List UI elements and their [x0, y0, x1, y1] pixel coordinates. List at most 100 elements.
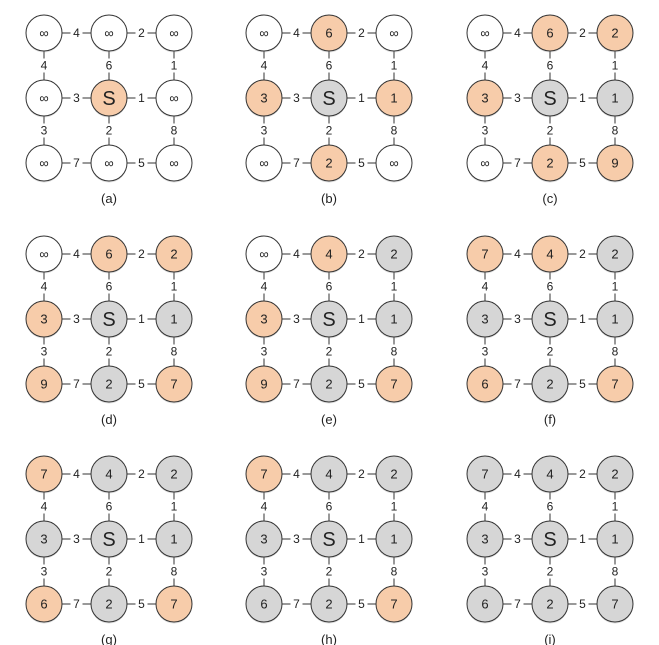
- edge-label-bg: [70, 312, 83, 326]
- edge-weight-label: 3: [73, 532, 80, 546]
- graph-node: [596, 520, 634, 558]
- node-label: 9: [40, 377, 47, 392]
- node-label: 1: [170, 532, 177, 547]
- graph-node: [155, 455, 193, 493]
- node-label: 7: [390, 597, 397, 612]
- edge-weight-label: 8: [171, 565, 178, 579]
- node-label: 6: [546, 26, 553, 41]
- edge-weight-label: 5: [358, 377, 365, 391]
- graph-node: [25, 235, 63, 273]
- graph-node: [466, 585, 504, 623]
- edge-weight-label: 2: [547, 345, 554, 359]
- graph-node: [466, 300, 504, 338]
- edge-weight-label: 8: [612, 345, 619, 359]
- edge-weight-label: 8: [391, 345, 398, 359]
- edge-weight-label: 6: [106, 500, 113, 514]
- edge-label-bg: [479, 123, 491, 138]
- edge-label-bg: [258, 564, 270, 579]
- node-label: ∞: [39, 156, 48, 171]
- edge-label-bg: [576, 312, 589, 326]
- edge-label-bg: [168, 123, 180, 138]
- node-label: 3: [481, 91, 488, 106]
- graph-node: [25, 520, 63, 558]
- edge-weight-label: 2: [547, 565, 554, 579]
- node-label: 4: [546, 247, 553, 262]
- edge-weight-label: 3: [514, 312, 521, 326]
- edge-label-bg: [135, 532, 148, 546]
- node-label: 2: [325, 377, 332, 392]
- node-label: S: [102, 88, 115, 110]
- graph-node: [25, 144, 63, 182]
- edge-weight-label: 5: [358, 597, 365, 611]
- edge-label-bg: [609, 279, 621, 294]
- node-label: S: [543, 529, 556, 551]
- edge-label-bg: [103, 123, 115, 138]
- node-label: 6: [325, 26, 332, 41]
- graph-node: [155, 79, 193, 117]
- node-label: 7: [611, 377, 618, 392]
- edge-label-bg: [355, 91, 368, 105]
- edge-label-bg: [135, 467, 148, 481]
- edge-weight-label: 2: [138, 247, 145, 261]
- edge-weight-label: 5: [579, 597, 586, 611]
- graph-node: [375, 235, 413, 273]
- edge-label-bg: [544, 58, 556, 73]
- edge-weight-label: 4: [482, 280, 489, 294]
- edge-weight-label: 7: [514, 156, 521, 170]
- node-label: 4: [325, 247, 332, 262]
- panel-caption: (f): [544, 412, 556, 427]
- edge-label-bg: [70, 247, 83, 261]
- graph-node: [155, 300, 193, 338]
- edge-weight-label: 4: [514, 247, 521, 261]
- edge-label-bg: [290, 91, 303, 105]
- edge-label-bg: [290, 467, 303, 481]
- edge-weight-label: 5: [579, 156, 586, 170]
- edge-weight-label: 4: [293, 26, 300, 40]
- edge-weight-label: 2: [579, 247, 586, 261]
- edge-label-bg: [258, 344, 270, 359]
- graph-node: [531, 365, 569, 403]
- edge-weight-label: 7: [293, 597, 300, 611]
- edge-label-bg: [544, 564, 556, 579]
- edge-label-bg: [388, 58, 400, 73]
- node-label: 1: [611, 91, 618, 106]
- edge-label-bg: [355, 26, 368, 40]
- node-label: 2: [170, 247, 177, 262]
- graph-node: [245, 455, 283, 493]
- node-label: 2: [325, 156, 332, 171]
- node-label: 7: [481, 247, 488, 262]
- edge-label-bg: [544, 499, 556, 514]
- edge-label-bg: [38, 58, 50, 73]
- edge-weight-label: 7: [514, 377, 521, 391]
- graph-node: [310, 79, 348, 117]
- node-label: 2: [611, 26, 618, 41]
- edge-label-bg: [290, 156, 303, 170]
- edge-label-bg: [355, 532, 368, 546]
- graph-node: [531, 14, 569, 52]
- edge-label-bg: [511, 26, 524, 40]
- graph-node: [310, 585, 348, 623]
- edge-label-bg: [70, 91, 83, 105]
- edge-weight-label: 3: [261, 565, 268, 579]
- edge-weight-label: 1: [612, 280, 619, 294]
- edge-weight-label: 2: [138, 26, 145, 40]
- edge-weight-label: 3: [293, 312, 300, 326]
- edge-label-bg: [135, 26, 148, 40]
- node-label: 1: [390, 532, 397, 547]
- panel-caption: (i): [544, 632, 556, 645]
- edge-weight-label: 4: [514, 26, 521, 40]
- graph-node: [90, 235, 128, 273]
- edge-weight-label: 4: [482, 500, 489, 514]
- edge-weight-label: 2: [326, 124, 333, 138]
- graph-node: [25, 585, 63, 623]
- edge-label-bg: [70, 532, 83, 546]
- graph-node: [90, 455, 128, 493]
- edge-label-bg: [135, 312, 148, 326]
- node-label: 7: [611, 597, 618, 612]
- edge-label-bg: [135, 156, 148, 170]
- edge-weight-label: 5: [138, 597, 145, 611]
- graph-node: [596, 455, 634, 493]
- edge-label-bg: [323, 123, 335, 138]
